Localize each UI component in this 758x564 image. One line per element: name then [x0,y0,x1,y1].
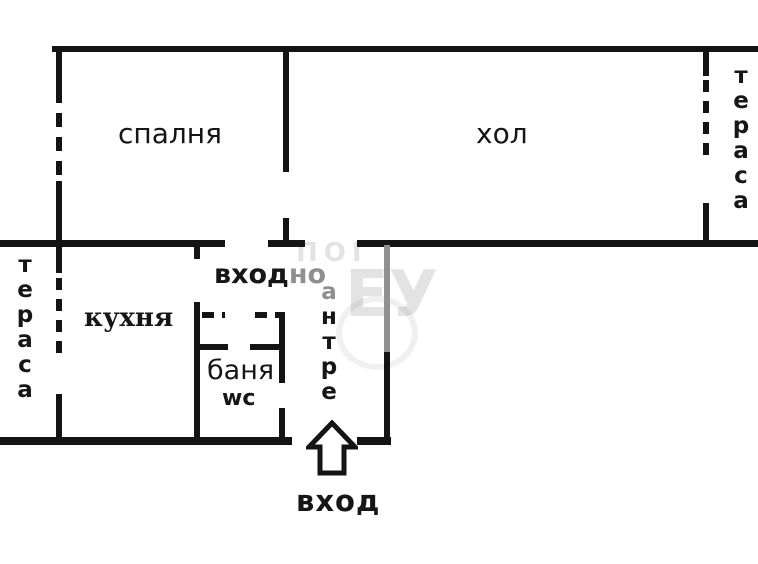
watermark: ЕУ [345,258,439,332]
wall-middle-left [0,240,225,247]
wall-bathroom-inner-left [194,344,228,350]
room-label-living-room: хол [476,117,528,150]
entrance-arrow-icon [306,420,358,476]
wall-west-lower [56,394,62,445]
wall-livingroom-east-lower [703,203,709,247]
room-label-terrace-right: тераса [732,63,750,214]
room-label-bathroom: баня [207,355,275,386]
wall-bathroom-top-dashed-right [255,312,285,318]
entry-hall-vertical-dark: нтре [320,304,338,405]
room-label-terrace-left: тераса [16,252,34,403]
room-label-entry-hall-vertical: антре [317,280,341,405]
window-kitchen-west [56,278,62,356]
room-label-kitchen: кухня [84,303,174,333]
wall-livingroom-east-upper [703,46,709,76]
wall-bathroom-top-dashed-left [202,312,225,318]
wall-kitchen-hall [194,302,200,445]
watermark [336,296,418,370]
wall-bathroom-east-lower [279,408,285,445]
wall-bottom-right [357,437,391,445]
wall-bathroom-inner-right [250,344,282,350]
room-label-entry-hall: входно [214,259,326,290]
wall-middle-center [268,240,305,247]
window-bedroom-west [56,89,62,181]
entry-hall-vertical-faded: а [321,279,337,305]
wall-middle-right [357,240,758,247]
window-livingroom-east [703,80,709,163]
wall-west-middle [56,181,62,273]
entrance-label: вход [296,484,381,518]
wall-hall-east [384,352,390,445]
wall-top [52,46,758,52]
room-label-bedroom: спалня [118,117,222,150]
wall-bedroom-livingroom-stub [283,218,289,247]
wall-bedroom-livingroom [283,46,289,172]
wall-bottom-left [0,437,292,445]
wall-hall-east-faded [384,245,390,352]
entry-hall-label-dark: вход [214,259,289,290]
entry-hall-label-faded: но [288,259,327,290]
wall-west-upper [56,46,62,89]
wall-kitchen-hall-stub [194,240,200,259]
wall-bathroom-east-upper [279,312,285,383]
room-label-wc: wc [222,386,256,411]
